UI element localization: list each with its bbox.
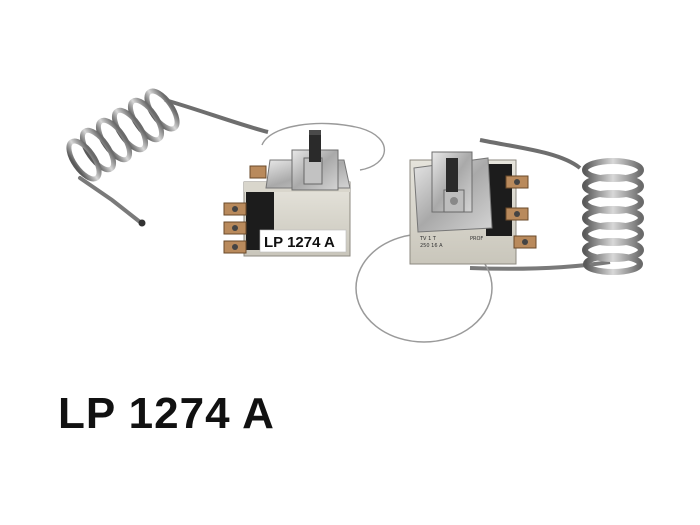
shaft-right (446, 158, 458, 192)
svg-text:TV 1 T: TV 1 T (419, 236, 437, 242)
right-thermostat: TV 1 T 250 16 A PROF (355, 138, 644, 343)
terminals-left (223, 165, 267, 254)
capillary-wire-left (261, 122, 386, 171)
svg-text:250 16 A: 250 16 A (420, 243, 443, 249)
svg-text:PROF: PROF (470, 236, 483, 242)
coil-bulb-right (582, 158, 644, 275)
left-thermostat: LP 1274 A (66, 88, 386, 257)
device-label-left (259, 229, 347, 253)
device-label-text: LP 1274 A (264, 234, 335, 251)
capillary-tube-right (479, 138, 582, 170)
capillary-tube-left (164, 98, 269, 134)
product-caption: LP 1274 A (58, 389, 275, 438)
coil-bulb-left (66, 88, 180, 227)
shaft-left (309, 130, 321, 162)
terminals-right (505, 175, 537, 249)
